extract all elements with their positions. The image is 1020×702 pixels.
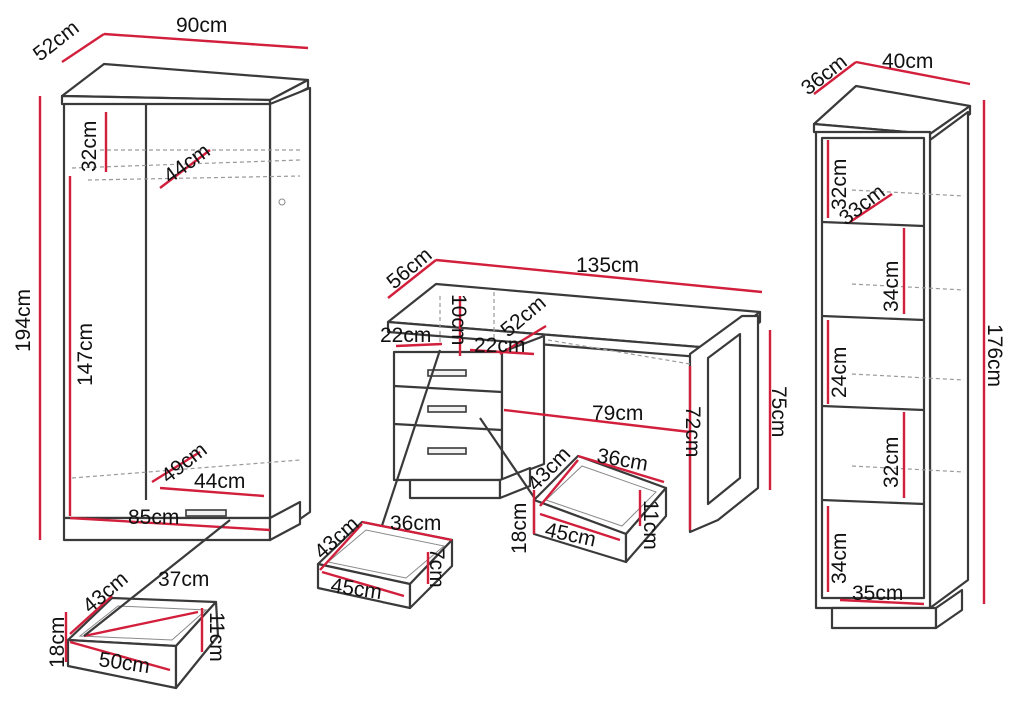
bookcase-shelf1-label: 32cm — [828, 159, 851, 210]
bookcase-inner-width-label: 35cm — [852, 582, 903, 605]
wardrobe-depth-label: 52cm — [29, 16, 84, 66]
bookcase — [812, 60, 986, 630]
bookcase-shelf5-label: 34cm — [828, 533, 851, 584]
wardrobe-top-gap-label: 32cm — [78, 121, 101, 172]
bookcase-depth-label: 36cm — [797, 50, 852, 100]
desk-small-drawer-width-label: 36cm — [390, 512, 441, 535]
desk-large-drawer-height-label: 18cm — [508, 503, 531, 554]
bookcase-width-label: 40cm — [882, 50, 933, 73]
wardrobe-drawer-height-label: 18cm — [46, 617, 69, 668]
wardrobe-inner-height-label: 147cm — [74, 323, 97, 386]
desk-unit-top-label: 22cm — [380, 324, 431, 347]
desk-drawer-large — [532, 454, 668, 564]
bookcase-height-label: 176cm — [983, 324, 1006, 387]
desk-inner-height-label: 72cm — [681, 406, 704, 457]
desk-unit-width-label: 22cm — [474, 334, 525, 357]
wardrobe-drawer-inner-label: 37cm — [158, 568, 209, 591]
bookcase-shelf2-label: 34cm — [880, 261, 903, 312]
wardrobe-drawer-inner-height-label: 11cm — [205, 612, 228, 662]
bookcase-shelf3-label: 24cm — [828, 347, 851, 398]
wardrobe-width-label: 90cm — [176, 14, 227, 37]
bookcase-shelf4-label: 32cm — [880, 437, 903, 488]
wardrobe-shelf-width-label: 44cm — [194, 470, 245, 493]
wardrobe — [38, 32, 312, 542]
desk — [368, 258, 772, 563]
desk-unit-gap-label: 10cm — [447, 294, 470, 345]
desk-knee-width-label: 79cm — [592, 402, 643, 425]
desk-drawer-small — [316, 520, 454, 610]
desk-large-drawer-inner-height-label: 11cm — [639, 500, 662, 550]
wardrobe-height-label: 194cm — [12, 289, 35, 352]
wardrobe-inner-width-label: 85cm — [128, 506, 179, 529]
desk-height-label: 75cm — [767, 386, 790, 437]
desk-width-label: 135cm — [576, 254, 639, 277]
desk-depth-label: 56cm — [382, 243, 436, 294]
wardrobe-drawer — [64, 519, 231, 690]
desk-small-drawer-height-label: 7cm — [425, 548, 448, 588]
